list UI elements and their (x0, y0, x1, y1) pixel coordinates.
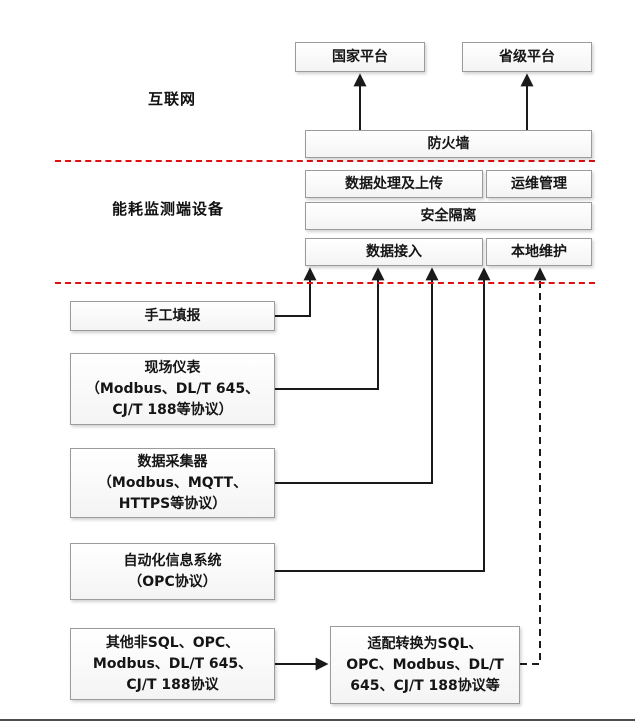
node-manual-entry-label: 手工填报 (144, 307, 201, 324)
node-security-isolation: 安全隔离 (305, 202, 592, 230)
connector-automation-to-data-access (275, 267, 491, 572)
node-firewall: 防火墙 (305, 130, 592, 158)
node-automation-system-label: 自动化信息系统 （OPC协议） (123, 552, 222, 590)
node-protocol-adapter-label: 适配转换为SQL、 OPC、Modbus、DL/T 645、CJ/T 188协议… (346, 635, 504, 694)
zone-label-internet: 互联网 (148, 90, 197, 108)
node-other-protocols: 其他非SQL、OPC、 Modbus、DL/T 645、 CJ/T 188协议 (70, 628, 275, 700)
boundary-dashed-line-top (55, 160, 595, 162)
node-field-instruments-label: 现场仪表 （Modbus、DL/T 645、 CJ/T 188等协议） (85, 359, 260, 418)
node-data-processing-upload: 数据处理及上传 (305, 170, 483, 198)
connector-collector-to-data-access (275, 267, 439, 484)
node-provincial-platform-label: 省级平台 (499, 48, 555, 65)
node-ops-management: 运维管理 (486, 170, 592, 198)
node-national-platform-label: 国家平台 (332, 48, 388, 65)
node-security-isolation-label: 安全隔离 (420, 207, 477, 224)
node-provincial-platform: 省级平台 (462, 42, 592, 72)
bottom-divider (0, 719, 635, 721)
node-automation-system: 自动化信息系统 （OPC协议） (70, 543, 275, 600)
node-local-maintenance: 本地维护 (486, 238, 592, 266)
node-national-platform: 国家平台 (295, 42, 425, 72)
node-protocol-adapter: 适配转换为SQL、 OPC、Modbus、DL/T 645、CJ/T 188协议… (330, 626, 520, 704)
node-other-protocols-label: 其他非SQL、OPC、 Modbus、DL/T 645、 CJ/T 188协议 (92, 634, 253, 693)
connector-adapter-to-local-maintenance-dashed (520, 267, 547, 665)
node-data-processing-upload-label: 数据处理及上传 (345, 175, 443, 192)
node-data-collector-label: 数据采集器 （Modbus、MQTT、 HTTPS等协议） (97, 453, 248, 512)
node-data-access: 数据接入 (305, 238, 483, 266)
node-ops-management-label: 运维管理 (511, 175, 567, 192)
connector-manual-to-data-access (275, 267, 317, 317)
node-manual-entry: 手工填报 (70, 301, 275, 331)
node-data-access-label: 数据接入 (366, 243, 422, 260)
node-data-collector: 数据采集器 （Modbus、MQTT、 HTTPS等协议） (70, 448, 275, 518)
node-firewall-label: 防火墙 (427, 135, 470, 152)
connector-field-to-data-access (275, 267, 385, 390)
zone-label-device: 能耗监测端设备 (112, 200, 225, 218)
node-field-instruments: 现场仪表 （Modbus、DL/T 645、 CJ/T 188等协议） (70, 353, 275, 425)
node-local-maintenance-label: 本地维护 (511, 243, 567, 260)
boundary-dashed-line-bottom (55, 282, 595, 284)
